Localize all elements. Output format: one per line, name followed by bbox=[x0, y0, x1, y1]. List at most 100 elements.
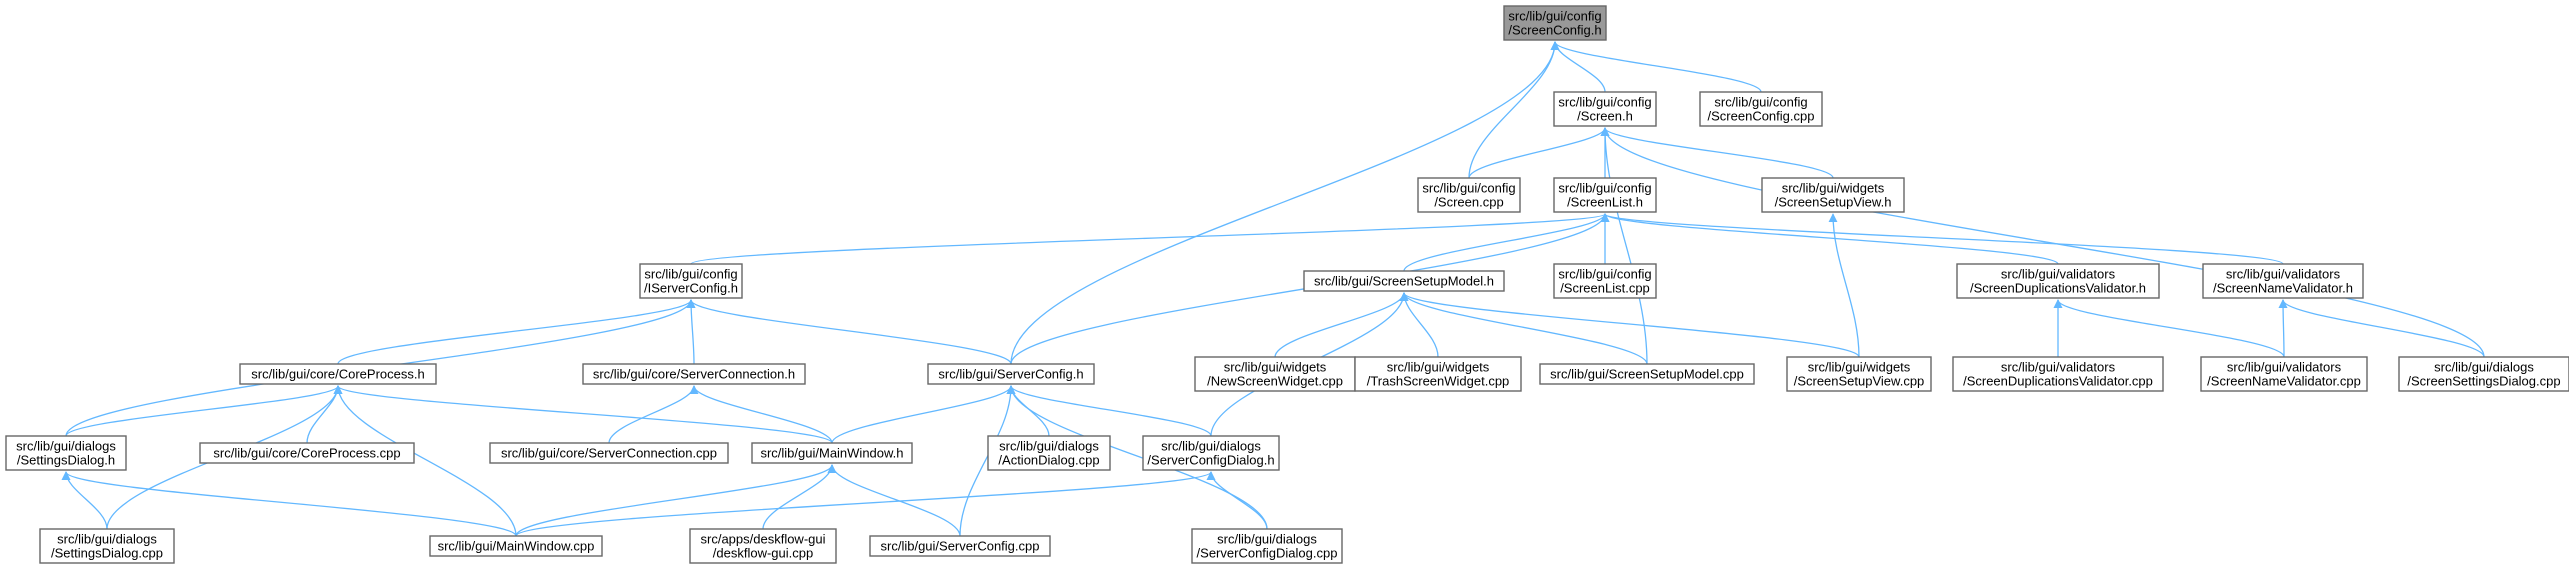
node-box[interactable] bbox=[429, 535, 603, 557]
node-box[interactable] bbox=[927, 363, 1095, 385]
edge-screensetupmodel-h-to-screenlist-h bbox=[1403, 213, 1610, 272]
edge-actiondialog-cpp-to-serverconfig-h bbox=[1006, 385, 1050, 437]
edge-coreprocess-h-to-iserverconfig-h bbox=[337, 299, 696, 365]
edge-screensettingsdialog-cpp-to-screen-h bbox=[1600, 127, 2485, 358]
node-box[interactable] bbox=[751, 442, 913, 464]
edge-newscreenwidget-cpp-to-screensetupmodel-h bbox=[1274, 292, 1409, 358]
node-label-line: /ScreenSetupView.h bbox=[1775, 195, 1892, 210]
node-box[interactable] bbox=[199, 442, 415, 464]
node-label-line: /ScreenDuplicationsValidator.cpp bbox=[1963, 374, 2153, 389]
node-screensetupview-h[interactable]: src/lib/gui/widgets/ScreenSetupView.h bbox=[1761, 177, 1905, 213]
node-screensettingsdialog-cpp[interactable]: src/lib/gui/dialogs/ScreenSettingsDialog… bbox=[2398, 356, 2569, 392]
node-trashscreenwidget-cpp[interactable]: src/lib/gui/widgets/TrashScreenWidget.cp… bbox=[1354, 356, 1522, 392]
node-box[interactable] bbox=[1194, 356, 1356, 392]
node-settingsdialog-cpp[interactable]: src/lib/gui/dialogs/SettingsDialog.cpp bbox=[39, 528, 175, 564]
node-newscreenwidget-cpp[interactable]: src/lib/gui/widgets/NewScreenWidget.cpp bbox=[1194, 356, 1356, 392]
node-screen-h[interactable]: src/lib/gui/config/Screen.h bbox=[1553, 91, 1657, 127]
node-box[interactable] bbox=[1191, 528, 1343, 564]
node-label-line: /ScreenDuplicationsValidator.h bbox=[1970, 281, 2146, 296]
node-label-line: src/lib/gui/config bbox=[1714, 95, 1807, 110]
node-box[interactable] bbox=[1553, 91, 1657, 127]
node-serverconnection-cpp[interactable]: src/lib/gui/core/ServerConnection.cpp bbox=[489, 442, 729, 464]
node-label-line: src/lib/gui/ServerConfig.cpp bbox=[881, 539, 1040, 554]
node-screenlist-cpp[interactable]: src/lib/gui/config/ScreenList.cpp bbox=[1553, 263, 1657, 299]
node-coreprocess-cpp[interactable]: src/lib/gui/core/CoreProcess.cpp bbox=[199, 442, 415, 464]
node-serverconfig-cpp[interactable]: src/lib/gui/ServerConfig.cpp bbox=[869, 535, 1051, 557]
node-actiondialog-cpp[interactable]: src/lib/gui/dialogs/ActionDialog.cpp bbox=[987, 435, 1111, 471]
node-label-line: src/lib/gui/config bbox=[644, 267, 737, 282]
node-label-line: src/lib/gui/widgets bbox=[1782, 181, 1885, 196]
node-box[interactable] bbox=[987, 435, 1111, 471]
node-label-line: src/lib/gui/config bbox=[1508, 9, 1601, 24]
node-box[interactable] bbox=[5, 435, 127, 471]
node-label-line: src/lib/gui/config bbox=[1558, 181, 1651, 196]
node-coreprocess-h[interactable]: src/lib/gui/core/CoreProcess.h bbox=[239, 363, 437, 385]
node-label-line: /TrashScreenWidget.cpp bbox=[1367, 374, 1510, 389]
node-deskflow-gui-cpp[interactable]: src/apps/deskflow-gui/deskflow-gui.cpp bbox=[689, 528, 837, 564]
node-screenconfig-cpp[interactable]: src/lib/gui/config/ScreenConfig.cpp bbox=[1699, 91, 1823, 127]
node-label-line: src/lib/gui/core/CoreProcess.h bbox=[251, 367, 424, 382]
node-dupvalidator-h[interactable]: src/lib/gui/validators/ScreenDuplication… bbox=[1956, 263, 2160, 299]
node-box[interactable] bbox=[39, 528, 175, 564]
edge-screensettingsdialog-cpp-to-namevalidator-h bbox=[2278, 299, 2485, 358]
edge-coreprocess-cpp-to-coreprocess-h bbox=[306, 385, 343, 444]
node-box[interactable] bbox=[239, 363, 437, 385]
node-box[interactable] bbox=[1952, 356, 2164, 392]
edge-serverconfig-h-to-iserverconfig-h bbox=[686, 299, 1012, 365]
node-label-line: src/lib/gui/validators bbox=[2227, 360, 2342, 375]
node-screenlist-h[interactable]: src/lib/gui/config/ScreenList.h bbox=[1553, 177, 1657, 213]
node-box[interactable] bbox=[2200, 356, 2368, 392]
node-screensetupmodel-cpp[interactable]: src/lib/gui/ScreenSetupModel.cpp bbox=[1539, 363, 1755, 385]
edge-screen-cpp-to-screen-h bbox=[1468, 127, 1610, 179]
node-serverconfigdialog-h[interactable]: src/lib/gui/dialogs/ServerConfigDialog.h bbox=[1142, 435, 1280, 471]
node-box[interactable] bbox=[1417, 177, 1521, 213]
node-box[interactable] bbox=[582, 363, 806, 385]
edge-screensetupview-cpp-to-screensetupmodel-h bbox=[1399, 292, 1860, 358]
node-box[interactable] bbox=[1142, 435, 1280, 471]
node-screensetupview-cpp[interactable]: src/lib/gui/widgets/ScreenSetupView.cpp bbox=[1786, 356, 1932, 392]
node-label-line: /SettingsDialog.h bbox=[17, 453, 115, 468]
node-box[interactable] bbox=[489, 442, 729, 464]
node-screenconfig-h[interactable]: src/lib/gui/config/ScreenConfig.h bbox=[1503, 5, 1607, 41]
node-screen-cpp[interactable]: src/lib/gui/config/Screen.cpp bbox=[1417, 177, 1521, 213]
node-namevalidator-h[interactable]: src/lib/gui/validators/ScreenNameValidat… bbox=[2202, 263, 2364, 299]
edge-screensetupview-h-to-screen-h bbox=[1600, 127, 1834, 179]
node-label-line: /ScreenNameValidator.h bbox=[2213, 281, 2353, 296]
node-box[interactable] bbox=[1354, 356, 1522, 392]
node-screensetupmodel-h[interactable]: src/lib/gui/ScreenSetupModel.h bbox=[1303, 270, 1505, 292]
node-box[interactable] bbox=[1553, 177, 1657, 213]
node-box[interactable] bbox=[1539, 363, 1755, 385]
node-box[interactable] bbox=[1956, 263, 2160, 299]
edge-mainwindow-h-to-serverconnection-h bbox=[689, 385, 833, 444]
node-box[interactable] bbox=[1303, 270, 1505, 292]
node-box[interactable] bbox=[869, 535, 1051, 557]
node-label-line: src/lib/gui/widgets bbox=[1224, 360, 1327, 375]
edge-mainwindow-h-to-coreprocess-h bbox=[333, 385, 833, 444]
node-settingsdialog-h[interactable]: src/lib/gui/dialogs/SettingsDialog.h bbox=[5, 435, 127, 471]
edge-serverconfigdialog-cpp-to-serverconfig-h bbox=[1006, 385, 1268, 530]
node-mainwindow-h[interactable]: src/lib/gui/MainWindow.h bbox=[751, 442, 913, 464]
node-label-line: /ScreenSetupView.cpp bbox=[1794, 374, 1925, 389]
edge-mainwindow-h-to-serverconfig-h bbox=[831, 385, 1016, 444]
node-box[interactable] bbox=[639, 263, 743, 299]
node-box[interactable] bbox=[2202, 263, 2364, 299]
node-dupvalidator-cpp[interactable]: src/lib/gui/validators/ScreenDuplication… bbox=[1952, 356, 2164, 392]
node-iserverconfig-h[interactable]: src/lib/gui/config/IServerConfig.h bbox=[639, 263, 743, 299]
node-serverconnection-h[interactable]: src/lib/gui/core/ServerConnection.h bbox=[582, 363, 806, 385]
node-label-line: /ScreenList.h bbox=[1567, 195, 1643, 210]
node-namevalidator-cpp[interactable]: src/lib/gui/validators/ScreenNameValidat… bbox=[2200, 356, 2368, 392]
node-box[interactable] bbox=[2398, 356, 2569, 392]
node-box[interactable] bbox=[1786, 356, 1932, 392]
node-box[interactable] bbox=[1761, 177, 1905, 213]
node-mainwindow-cpp[interactable]: src/lib/gui/MainWindow.cpp bbox=[429, 535, 603, 557]
node-box[interactable] bbox=[1503, 5, 1607, 41]
node-serverconfigdialog-cpp[interactable]: src/lib/gui/dialogs/ServerConfigDialog.c… bbox=[1191, 528, 1343, 564]
node-box[interactable] bbox=[1699, 91, 1823, 127]
node-label-line: /IServerConfig.h bbox=[644, 281, 738, 296]
node-box[interactable] bbox=[689, 528, 837, 564]
node-label-line: src/lib/gui/core/CoreProcess.cpp bbox=[213, 446, 400, 461]
edge-serverconfig-h-to-screenconfig-h bbox=[1010, 41, 1560, 365]
node-serverconfig-h[interactable]: src/lib/gui/ServerConfig.h bbox=[927, 363, 1095, 385]
edge-screensetupview-cpp-to-screensetupview-h bbox=[1828, 213, 1860, 358]
node-box[interactable] bbox=[1553, 263, 1657, 299]
